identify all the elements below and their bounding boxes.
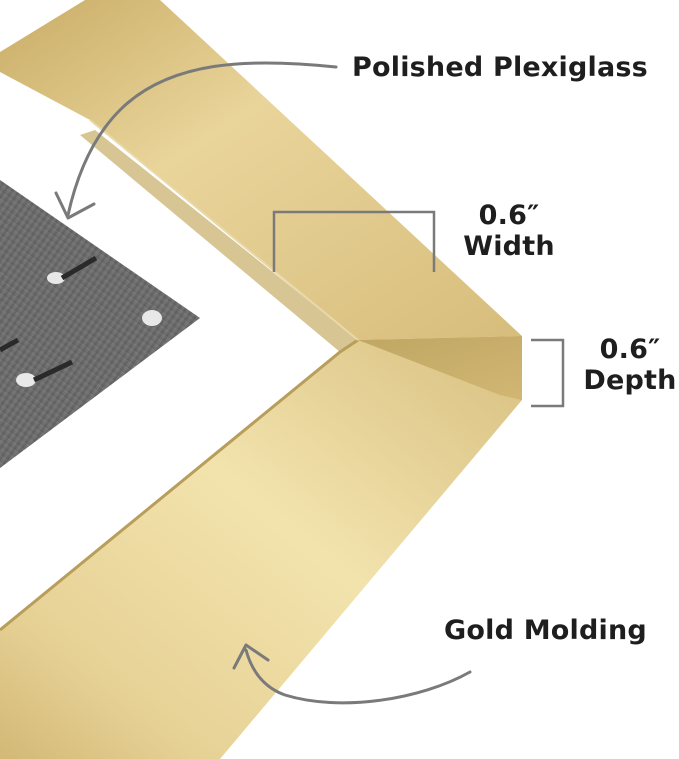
frame-depth-edge [358,336,522,400]
width-name: Width [463,231,555,263]
depth-value: 0.6″ [599,334,661,365]
dimension-bracket-icon [531,338,565,408]
molding-label: Gold Molding [444,615,647,646]
plexiglass-label: Polished Plexiglass [352,52,648,83]
mat [0,72,360,630]
curved-arrow-icon [232,643,472,705]
depth-name: Depth [583,365,677,397]
frame-top-bevel [80,130,358,352]
frame-top-rail [0,0,522,340]
depth-dimension: 0.6″ Depth [578,334,679,396]
curved-arrow-icon [54,61,338,220]
width-dimension: 0.6″ Width [455,200,563,262]
photo-dots [0,255,162,387]
width-value: 0.6″ [478,200,540,231]
frame-bottom-rail [0,336,522,759]
photo [0,180,200,468]
frame-inner-lip [0,338,359,632]
dimension-bracket-icon [272,210,436,272]
